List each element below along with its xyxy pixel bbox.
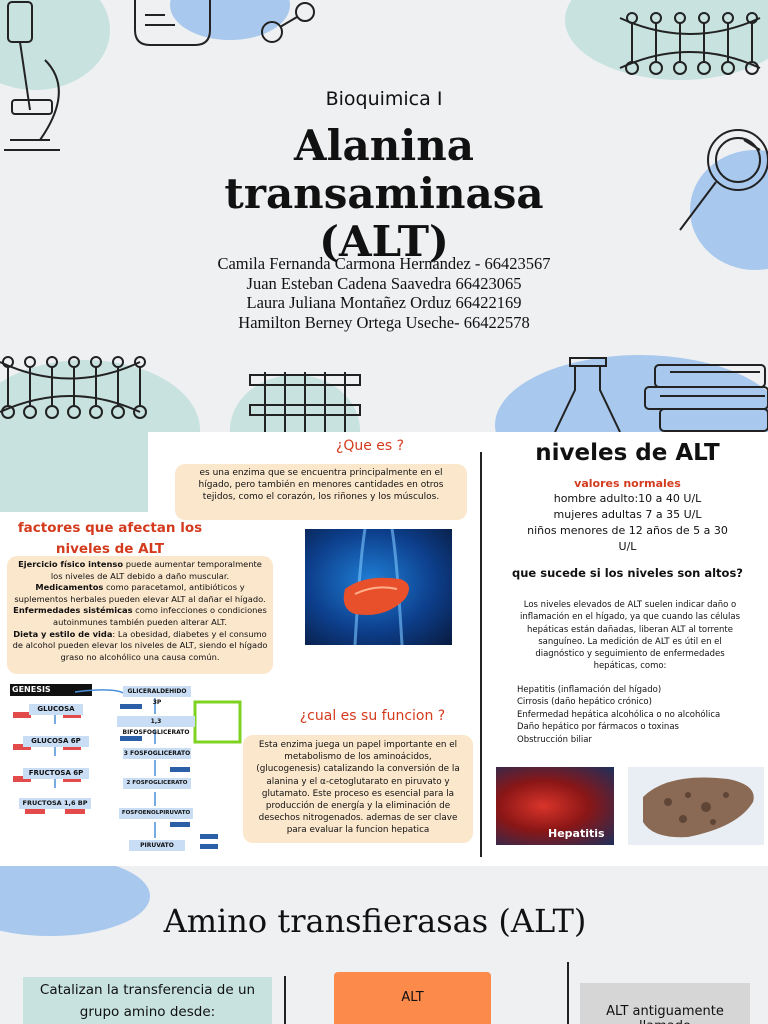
enfermedad-item: Cirrosis (daño hepático crónico) <box>517 697 652 708</box>
factor-item: Medicamentos como paracetamol, antibióti… <box>14 582 266 604</box>
column-divider <box>567 962 569 1024</box>
valor-item: niños menores de 12 años de 5 a 30 U/L <box>527 524 728 553</box>
books-icon <box>644 364 768 432</box>
pathway-node: 2 FOSFOGLICERATO <box>123 778 191 789</box>
pathway-node: FRUCTOSA 1,6 BP <box>19 798 91 809</box>
niveles-heading: niveles de ALT <box>535 440 720 466</box>
factor-item: Enfermedades sistémicas como infecciones… <box>13 605 267 627</box>
info-box: Catalizan la transferencia de un grupo a… <box>23 977 272 1024</box>
altos-heading: que sucede si los niveles son altos? <box>512 566 743 580</box>
author-name: Laura Juliana Montañez Orduz 66422169 <box>246 293 522 312</box>
lab-illustrations <box>0 0 768 432</box>
enfermedad-item: Daño hepático por fármacos o toxinas <box>517 722 679 733</box>
liver-icon <box>343 528 409 646</box>
pathway-node: 1,3 BIFOSFOGLICERATO <box>117 716 195 736</box>
infographic: ¿Que es ? es una enzima que se encuentra… <box>0 432 768 866</box>
decor-blob <box>0 432 148 512</box>
valores-list: hombre adulto:10 a 40 U/L mujeres adulta… <box>520 491 735 555</box>
enfermedad-item: Hepatitis (inflamación del hígado) <box>517 685 662 695</box>
hepatitis-image: Hepatitis <box>496 767 614 845</box>
dna-icon <box>0 356 147 419</box>
valor-item: mujeres adultas 7 a 35 U/L <box>553 508 702 521</box>
molecule-icon <box>261 2 315 43</box>
pathway-node: FOSFOENOLPIRUVATO <box>119 808 193 819</box>
liver-body-image <box>305 528 452 646</box>
funcion-heading: ¿cual es su funcion ? <box>299 708 446 724</box>
title-line: Alanina <box>294 121 474 170</box>
flask-icon <box>554 357 621 432</box>
enfermedad-item: Obstrucción biliar <box>517 734 592 745</box>
test-tube-rack-icon <box>249 372 361 432</box>
dna-icon <box>619 12 761 75</box>
enfermedad-item: Enfermedad hepática alcohólica o no alco… <box>517 709 721 720</box>
pathway-node: 3 FOSFOGLICERATO <box>123 748 191 759</box>
que-es-heading: ¿Que es ? <box>335 438 405 454</box>
liver-icon <box>643 777 754 838</box>
slide-title: Amino transfierasas (ALT) <box>163 902 587 940</box>
factores-list: Ejercicio físico intenso puede aumentar … <box>7 556 273 674</box>
pathway-node: PIRUVATO <box>129 840 185 851</box>
column-divider <box>480 452 482 857</box>
funcion-text: Esta enzima juega un papel importante en… <box>243 735 473 843</box>
magnifier-icon <box>679 129 768 231</box>
hepatitis-label: Hepatitis <box>548 827 605 840</box>
author-name: Juan Esteban Cadena Saavedra 66423065 <box>246 273 522 293</box>
course-subject: Bioquimica I <box>325 88 443 110</box>
alt-box: ALT <box>334 972 491 1024</box>
altos-text: Los niveles elevados de ALT suelen indic… <box>519 600 741 672</box>
pathway-node: FRUCTOSA 6P <box>23 768 89 779</box>
valores-label: valores normales <box>574 477 681 490</box>
microscope-icon <box>4 1 60 151</box>
amino-transfierasas-slide: Amino transfierasas (ALT) Catalizan la t… <box>0 866 768 1024</box>
que-es-text: es una enzima que se encuentra principal… <box>175 464 467 520</box>
pathway-node: GLUCOSA 6P <box>23 736 89 747</box>
factores-heading: factores que afectan los niveles de ALT <box>17 520 203 557</box>
title-line: (ALT) <box>319 217 449 266</box>
pathway-node: GLICERALDEHIDO 3P <box>123 686 191 706</box>
genesis-label: GENESIS <box>10 684 92 696</box>
valor-item: hombre adulto:10 a 40 U/L <box>553 492 702 505</box>
title-line: transaminasa <box>224 169 544 218</box>
beaker-icon <box>134 0 211 46</box>
page-title: Alanina transaminasa (ALT) <box>200 122 568 266</box>
enfermedades-list: Hepatitis (inflamación del hígado) Cirro… <box>517 684 757 746</box>
authors-list: Camila Fernanda Carmona Hernandez - 6642… <box>150 254 618 332</box>
author-name: Hamilton Berney Ortega Useche- 66422578 <box>238 312 530 332</box>
cirrhosis-liver-image <box>628 767 764 845</box>
author-name: Camila Fernanda Carmona Hernandez - 6642… <box>217 254 551 273</box>
factor-item: Ejercicio físico intenso puede aumentar … <box>18 559 262 581</box>
title-slide: Bioquimica I Alanina transaminasa (ALT) … <box>0 0 768 432</box>
factor-item: Dieta y estilo de vida: La obesidad, dia… <box>12 628 268 662</box>
pathway-node: GLUCOSA <box>29 704 83 715</box>
info-box: ALT antiguamente llamado <box>580 983 750 1024</box>
gluconeogenesis-diagram: GLUCOSA GLUCOSA 6P FRUCTOSA 6P FRUCTOSA … <box>5 682 245 864</box>
column-divider <box>284 976 286 1024</box>
